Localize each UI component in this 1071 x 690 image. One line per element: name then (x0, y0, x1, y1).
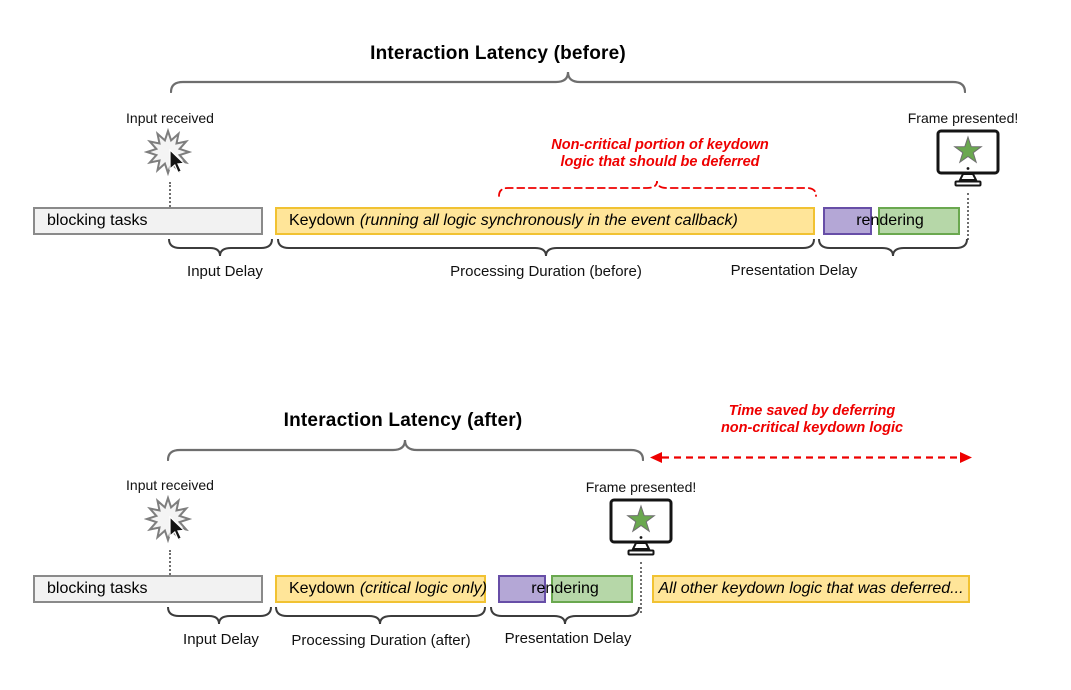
before-title: Interaction Latency (before) (370, 43, 626, 64)
frame-event-dotted-line (967, 193, 969, 240)
cursor-icon (169, 148, 186, 174)
monitor-icon (936, 129, 1000, 187)
input-delay-label: Input Delay (187, 263, 263, 280)
processing-duration-brace (277, 239, 815, 257)
bar-purple-segment (823, 207, 872, 235)
input-burst-icon (144, 495, 193, 544)
processing-duration-label: Processing Duration (after) (291, 632, 471, 649)
bar-keydown-detail: (running all logic synchronously in the … (359, 212, 738, 229)
presentation-delay-label: Presentation Delay (730, 262, 858, 279)
time-saved-arrow (650, 452, 972, 463)
input-delay-brace (168, 239, 273, 257)
bar-purple-segment (498, 575, 546, 603)
bar-rendering-text: rendering (531, 580, 599, 597)
bar-blocking-tasks-text: blocking tasks (47, 212, 148, 229)
bar-blocking-tasks: blocking tasks (33, 207, 263, 235)
bar-keydown: Keydown (running all logic synchronously… (275, 207, 815, 235)
bar-rendering-text: rendering (856, 212, 924, 229)
input-event-dotted-line (169, 550, 171, 575)
input-delay-label: Input Delay (183, 631, 259, 648)
monitor-icon (609, 498, 673, 556)
frame-presented-label: Frame presented! (585, 479, 697, 495)
deferred-portion-brace (498, 181, 817, 197)
bar-deferred-keydown-text: All other keydown logic that was deferre… (658, 580, 964, 597)
star-icon (626, 504, 656, 533)
frame-presented-label: Frame presented! (907, 110, 1019, 126)
bar-blocking-tasks: blocking tasks (33, 575, 263, 603)
presentation-delay-brace (490, 607, 640, 625)
before-overall-brace (170, 72, 966, 93)
bar-keydown-detail: (critical logic only) (359, 580, 487, 597)
bar-deferred-keydown: All other keydown logic that was deferre… (652, 575, 970, 603)
bar-rendering (878, 207, 960, 235)
time-saved-note-line2: non-critical keydown logic (720, 420, 904, 436)
time-saved-note: Time saved by deferring non-critical key… (662, 403, 962, 437)
bar-keydown: Keydown (critical logic only) (275, 575, 487, 603)
time-saved-note-line1: Time saved by deferring (728, 403, 896, 419)
starburst-shape (144, 495, 193, 544)
bar-rendering (551, 575, 633, 603)
after-overall-brace (167, 440, 644, 461)
input-received-label: Input received (126, 477, 214, 493)
deferred-note: Non-critical portion of keydown logic th… (510, 137, 810, 171)
deferred-note-line1: Non-critical portion of keydown (551, 137, 769, 153)
starburst-shape (144, 128, 193, 177)
processing-duration-brace (275, 607, 486, 625)
presentation-delay-brace (818, 239, 968, 257)
input-received-label: Input received (126, 110, 214, 126)
processing-duration-label: Processing Duration (before) (450, 263, 642, 280)
deferred-note-line2: logic that should be deferred (560, 154, 760, 170)
presentation-delay-label: Presentation Delay (504, 630, 632, 647)
bar-blocking-tasks-text: blocking tasks (47, 580, 148, 597)
after-title: Interaction Latency (after) (283, 410, 523, 431)
bar-keydown-prefix: Keydown (289, 212, 355, 229)
bar-keydown-prefix: Keydown (289, 580, 355, 597)
frame-event-dotted-line (640, 562, 642, 613)
cursor-icon (169, 515, 186, 541)
star-icon (953, 135, 983, 164)
input-burst-icon (144, 128, 193, 177)
input-delay-brace (167, 607, 272, 625)
input-event-dotted-line (169, 182, 171, 207)
